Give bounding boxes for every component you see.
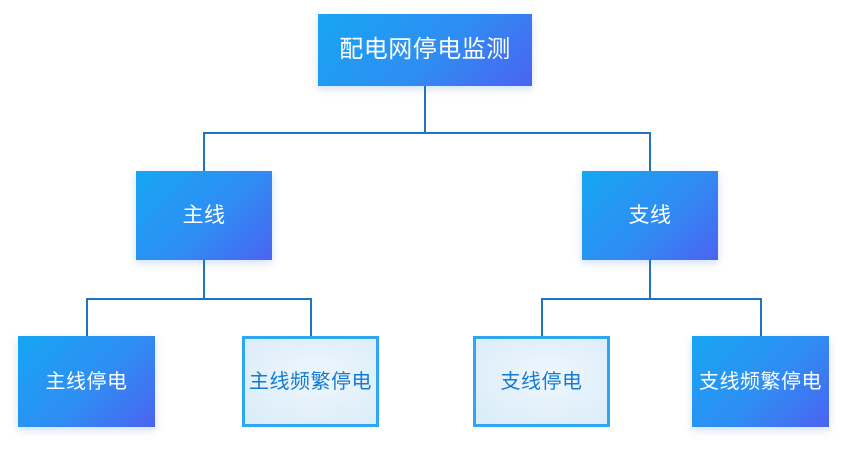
node-main-line-outage-label: 主线停电 <box>45 370 128 393</box>
node-main-line-label: 主线 <box>182 203 226 227</box>
node-branch-line-frequent-outage[interactable]: 支线频繁停电 <box>692 336 829 427</box>
connector-main-frequent-drop <box>310 298 312 336</box>
node-branch-line-outage-label: 支线停电 <box>500 370 583 393</box>
connector-branch-line-drop <box>649 132 651 171</box>
connector-branch-leaf-bus <box>541 298 761 300</box>
connector-branch-outage-drop <box>541 298 543 336</box>
node-branch-line-label: 支线 <box>628 203 672 227</box>
connector-main-outage-drop <box>86 298 88 336</box>
node-main-line-frequent-outage-label: 主线频繁停电 <box>249 370 372 393</box>
node-main-line-frequent-outage[interactable]: 主线频繁停电 <box>242 336 379 427</box>
connector-root-stem <box>424 86 426 132</box>
node-root[interactable]: 配电网停电监测 <box>318 14 532 86</box>
connector-branch-line-stem <box>649 260 651 298</box>
node-branch-line-frequent-outage-label: 支线频繁停电 <box>699 370 822 393</box>
connector-main-line-drop <box>203 132 205 171</box>
connector-level1-bus <box>203 132 650 134</box>
connector-main-leaf-bus <box>86 298 311 300</box>
connector-branch-frequent-drop <box>760 298 762 336</box>
connector-main-line-stem <box>203 260 205 298</box>
node-root-label: 配电网停电监测 <box>339 35 511 63</box>
node-main-line[interactable]: 主线 <box>136 171 272 260</box>
node-main-line-outage[interactable]: 主线停电 <box>18 336 155 427</box>
node-branch-line-outage[interactable]: 支线停电 <box>473 336 610 427</box>
node-branch-line[interactable]: 支线 <box>582 171 718 260</box>
